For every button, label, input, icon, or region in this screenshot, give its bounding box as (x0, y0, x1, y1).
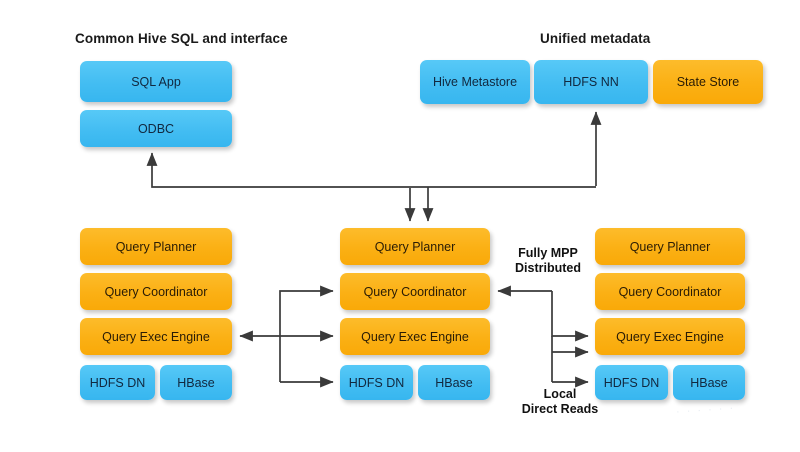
box-label: HBase (435, 375, 473, 390)
annotation-local-direct-reads: Local Direct Reads (521, 387, 599, 417)
node-right-query-coordinator[interactable]: Query Coordinator (595, 273, 745, 310)
node-left-query-planner[interactable]: Query Planner (80, 228, 232, 265)
box-label: Query Coordinator (363, 284, 467, 299)
node-right-query-planner[interactable]: Query Planner (595, 228, 745, 265)
node-right-query-exec-engine[interactable]: Query Exec Engine (595, 318, 745, 355)
box-label: Query Coordinator (104, 284, 208, 299)
box-label: State Store (676, 75, 740, 89)
arrow-to-odbc (146, 152, 410, 188)
box-label: Query Planner (629, 239, 711, 254)
annotation-fully-mpp-distributed: Fully MPP Distributed (515, 246, 581, 276)
box-label: SQL App (131, 74, 181, 89)
node-right-hbase[interactable]: HBase (673, 365, 745, 400)
box-label: Query Exec Engine (616, 329, 724, 344)
box-label: Hive Metastore (432, 75, 518, 89)
box-hive-metastore[interactable]: Hive Metastore (420, 60, 530, 104)
node-left-query-coordinator[interactable]: Query Coordinator (80, 273, 232, 310)
box-label: HDFS NN (563, 75, 619, 89)
node-left-query-exec-engine[interactable]: Query Exec Engine (80, 318, 232, 355)
box-hdfs-nn[interactable]: HDFS NN (534, 60, 648, 104)
node-center-query-exec-engine[interactable]: Query Exec Engine (340, 318, 490, 355)
box-label: Query Exec Engine (361, 329, 469, 344)
box-label: Query Exec Engine (102, 329, 210, 344)
box-label: HDFS DN (348, 375, 405, 390)
node-center-hbase[interactable]: HBase (418, 365, 490, 400)
node-center-query-planner[interactable]: Query Planner (340, 228, 490, 265)
box-label: Query Planner (374, 239, 456, 254)
node-center-hdfs-dn[interactable]: HDFS DN (340, 365, 413, 400)
box-label: Query Planner (115, 239, 197, 254)
box-label: HDFS DN (89, 375, 146, 390)
box-label: ODBC (137, 121, 175, 136)
node-center-query-coordinator[interactable]: Query Coordinator (340, 273, 490, 310)
node-left-hbase[interactable]: HBase (160, 365, 232, 400)
box-label: HDFS DN (603, 375, 660, 390)
arrow-center-coordinator-left (279, 285, 334, 336)
box-sql-app[interactable]: SQL App (80, 61, 232, 102)
box-label: Query Coordinator (618, 284, 722, 299)
header-right: Unified metadata (540, 31, 651, 46)
box-label: HBase (177, 375, 215, 390)
box-label: HBase (690, 375, 728, 390)
header-left: Common Hive SQL and interface (75, 31, 288, 46)
arrow-right-exec-a (551, 291, 589, 342)
node-left-hdfs-dn[interactable]: HDFS DN (80, 365, 155, 400)
node-right-hdfs-dn[interactable]: HDFS DN (595, 365, 668, 400)
watermark: · · · · · · (675, 401, 736, 419)
box-odbc[interactable]: ODBC (80, 110, 232, 147)
box-state-store[interactable]: State Store (653, 60, 763, 104)
